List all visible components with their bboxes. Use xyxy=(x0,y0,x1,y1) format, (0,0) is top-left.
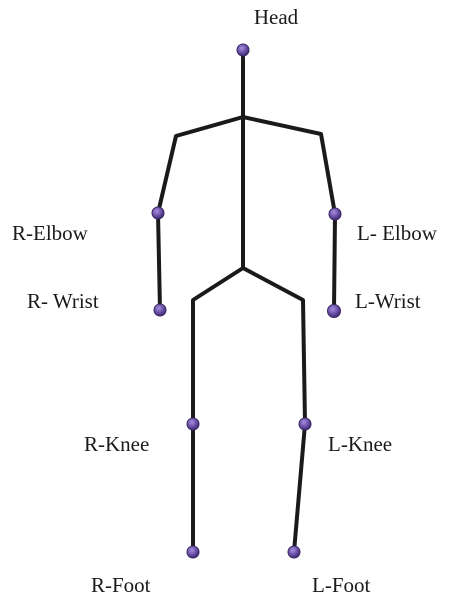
left-foot-label: L-Foot xyxy=(312,573,371,597)
right-shoulder-arm-bone xyxy=(158,117,243,213)
left-knee-joint xyxy=(299,418,311,430)
head-label: Head xyxy=(254,5,299,29)
left-wrist-label: L-Wrist xyxy=(355,289,421,313)
right-forearm-bone xyxy=(158,213,160,310)
left-wrist-joint xyxy=(328,305,341,318)
left-knee-label: L-Knee xyxy=(328,432,392,456)
left-shoulder-arm-bone xyxy=(243,117,335,214)
right-knee-label: R-Knee xyxy=(84,432,149,456)
skeleton-labels: Head R-Elbow L- Elbow R- Wrist L-Wrist R… xyxy=(12,5,438,597)
right-foot-joint xyxy=(187,546,199,558)
right-knee-joint xyxy=(187,418,199,430)
right-elbow-label: R-Elbow xyxy=(12,221,89,245)
right-wrist-label: R- Wrist xyxy=(27,289,99,313)
left-forearm-bone xyxy=(334,214,335,311)
right-hip-thigh-bone xyxy=(193,268,243,424)
skeleton-joints xyxy=(152,44,341,558)
right-wrist-joint xyxy=(154,304,166,316)
left-foot-joint xyxy=(288,546,300,558)
left-elbow-label: L- Elbow xyxy=(357,221,438,245)
right-elbow-joint xyxy=(152,207,164,219)
left-hip-thigh-bone xyxy=(243,268,305,424)
left-elbow-joint xyxy=(329,208,341,220)
head-joint xyxy=(237,44,249,56)
skeleton-bones xyxy=(158,50,335,552)
right-foot-label: R-Foot xyxy=(91,573,151,597)
left-shin-bone xyxy=(294,424,305,552)
